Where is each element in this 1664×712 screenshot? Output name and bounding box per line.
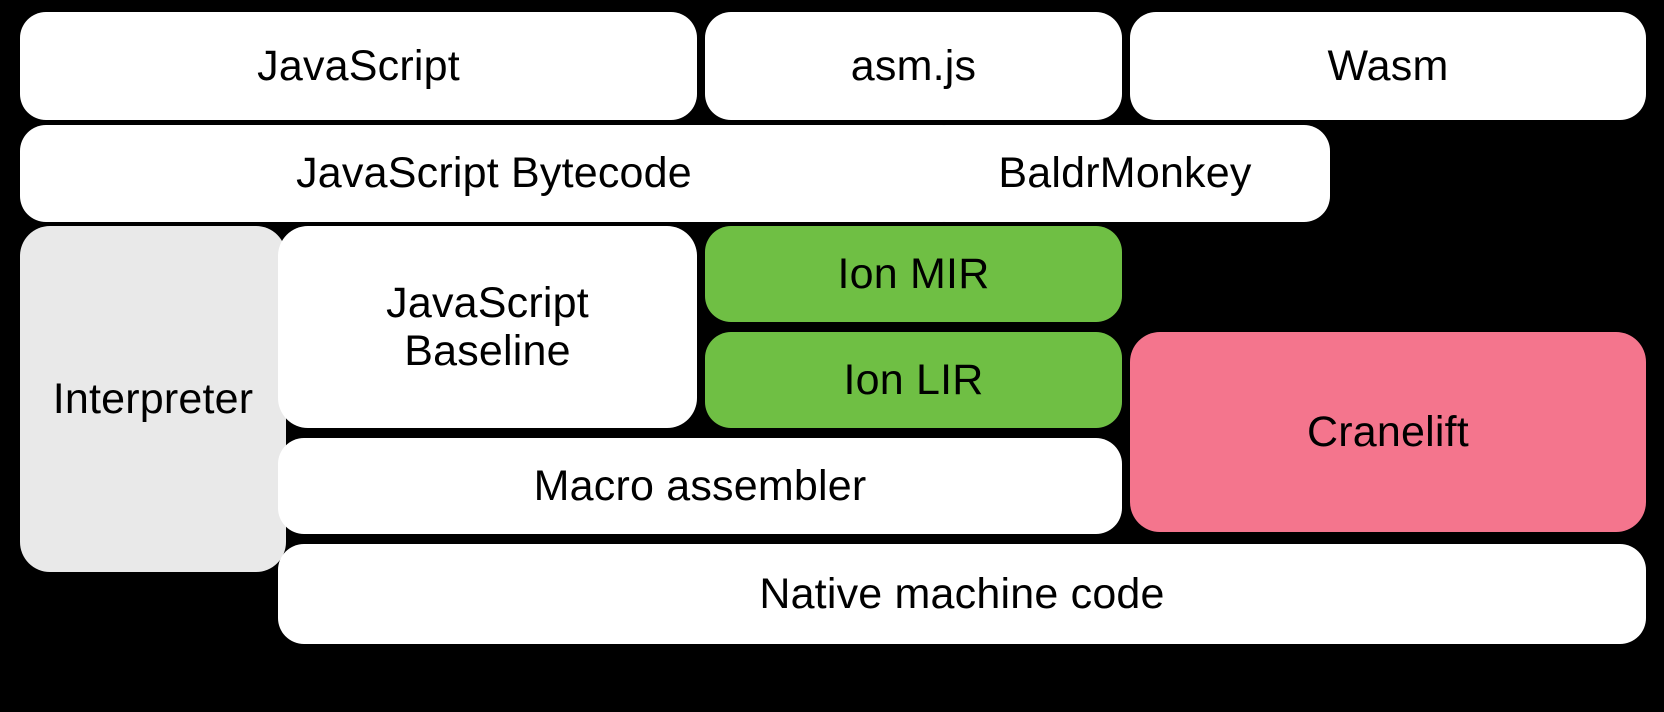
node-javascript-baseline-label: JavaScript Baseline [386, 278, 589, 375]
node-javascript[interactable]: JavaScript [20, 12, 697, 120]
node-asm-js-label: asm.js [850, 41, 977, 90]
node-wasm-label: Wasm [1327, 41, 1449, 90]
node-javascript-bytecode-label: JavaScript Bytecode [296, 149, 692, 198]
node-javascript-bytecode[interactable]: JavaScript Bytecode [20, 125, 968, 222]
node-asm-js[interactable]: asm.js [705, 12, 1122, 120]
node-cranelift-label: Cranelift [1307, 407, 1469, 456]
node-javascript-label: JavaScript [257, 41, 460, 90]
node-wasm[interactable]: Wasm [1130, 12, 1646, 120]
node-interpreter-label: Interpreter [52, 374, 254, 423]
node-cranelift[interactable]: Cranelift [1130, 332, 1646, 532]
node-interpreter[interactable]: Interpreter [20, 226, 286, 572]
node-native-machine-code[interactable]: Native machine code [278, 544, 1646, 644]
node-ion-mir-label: Ion MIR [837, 249, 990, 298]
node-javascript-baseline[interactable]: JavaScript Baseline [278, 226, 697, 428]
node-ion-lir-label: Ion LIR [843, 355, 984, 404]
node-baldrmonkey[interactable]: BaldrMonkey [920, 125, 1330, 222]
node-native-machine-code-label: Native machine code [759, 569, 1165, 618]
node-macro-assembler-label: Macro assembler [533, 461, 867, 510]
node-baldrmonkey-label: BaldrMonkey [998, 149, 1252, 198]
node-macro-assembler[interactable]: Macro assembler [278, 438, 1122, 534]
node-ion-mir[interactable]: Ion MIR [705, 226, 1122, 322]
node-ion-lir[interactable]: Ion LIR [705, 332, 1122, 428]
